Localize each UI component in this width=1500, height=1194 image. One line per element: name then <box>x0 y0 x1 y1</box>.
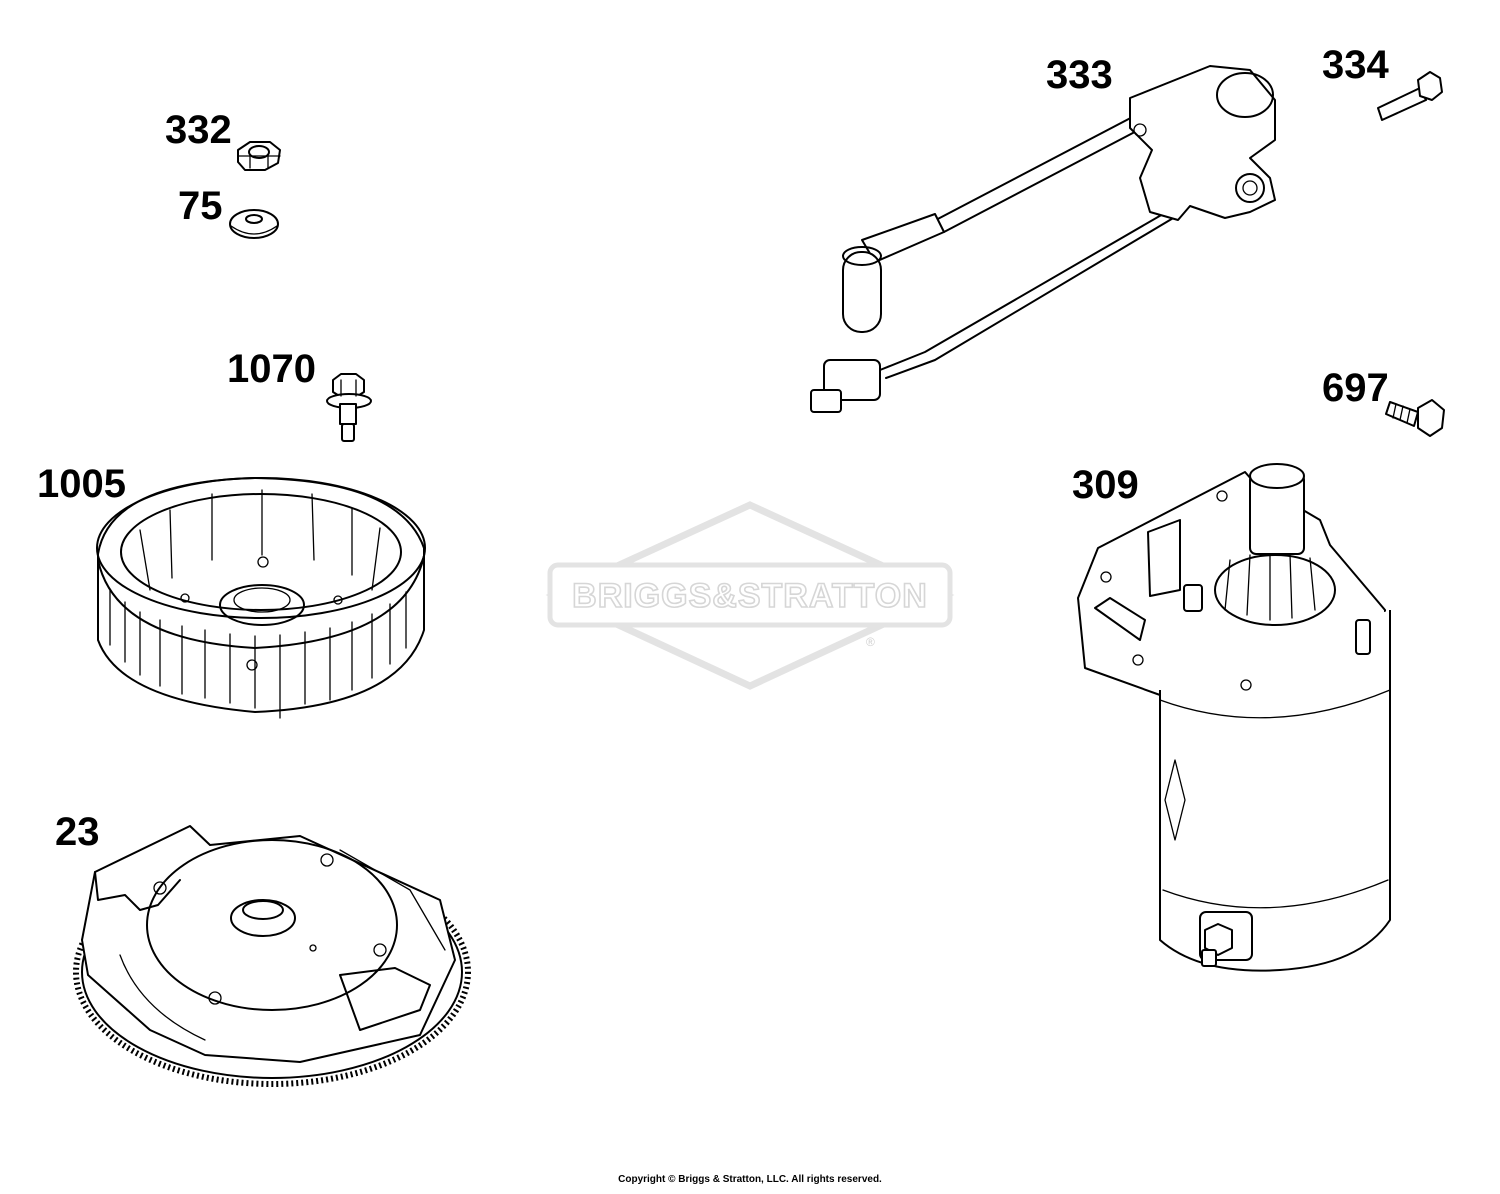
briggs-stratton-watermark: BRIGGS&STRATTON ® <box>545 501 955 690</box>
callout-75[interactable]: 75 <box>178 184 223 228</box>
registered-mark: ® <box>866 635 875 649</box>
callout-1005[interactable]: 1005 <box>37 462 126 506</box>
watermark-text: BRIGGS&STRATTON <box>572 577 928 615</box>
flange-bolt-icon[interactable] <box>326 373 372 442</box>
screw-icon[interactable] <box>1377 71 1443 121</box>
callout-334[interactable]: 334 <box>1322 43 1389 87</box>
callout-309[interactable]: 309 <box>1072 463 1139 507</box>
flywheel-ring-gear-icon[interactable] <box>73 825 471 1087</box>
flywheel-fan-icon[interactable] <box>96 477 426 719</box>
callout-332[interactable]: 332 <box>165 108 232 152</box>
callout-1070[interactable]: 1070 <box>227 347 316 391</box>
ignition-armature-icon[interactable] <box>810 65 1276 413</box>
copyright-notice: Copyright © Briggs & Stratton, LLC. All … <box>618 1174 882 1185</box>
hex-nut-icon[interactable] <box>237 141 281 171</box>
callout-697[interactable]: 697 <box>1322 366 1389 410</box>
washer-icon[interactable] <box>229 209 279 239</box>
callout-23[interactable]: 23 <box>55 810 100 854</box>
hex-screw-icon[interactable] <box>1385 399 1445 437</box>
starter-motor-icon[interactable] <box>1077 463 1391 972</box>
callout-333[interactable]: 333 <box>1046 53 1113 97</box>
